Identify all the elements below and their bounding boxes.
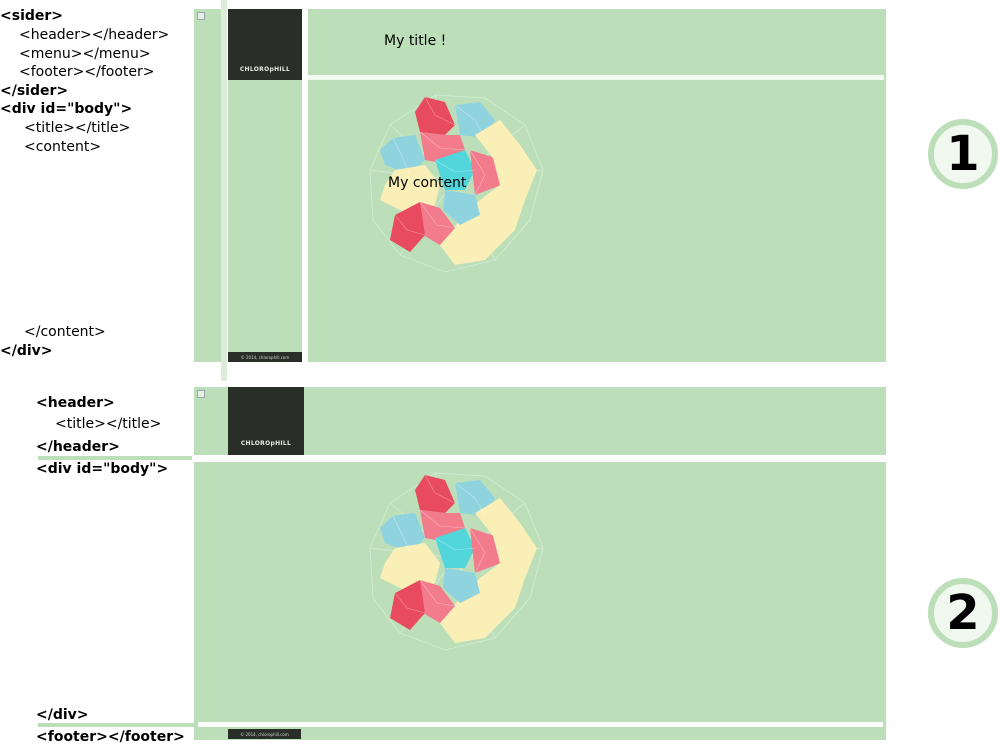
header-logo-block: CHLOROpHILL bbox=[228, 387, 304, 455]
code-title: <title></title> bbox=[24, 120, 131, 136]
code-sider-open: <sider> bbox=[0, 8, 64, 24]
broken-image-icon bbox=[197, 12, 205, 20]
logo-text: CHLOROpHILL bbox=[239, 66, 291, 73]
footer-separator-extension bbox=[38, 723, 194, 727]
footer-separator bbox=[198, 722, 883, 727]
code-div-close: </div> bbox=[0, 343, 53, 359]
code-footer: <footer></footer> bbox=[19, 64, 155, 80]
code-div-body: <div id="body"> bbox=[0, 101, 133, 117]
menu-area bbox=[228, 80, 302, 352]
geometric-flower-illustration bbox=[369, 94, 544, 273]
code-header: <header></header> bbox=[19, 27, 170, 43]
code-content-close: </content> bbox=[24, 324, 106, 340]
content-text: My content bbox=[388, 175, 467, 191]
broken-image-icon bbox=[197, 390, 205, 398]
body-panel bbox=[194, 462, 886, 721]
sider-footer-text: © 2014, chlorophill.com bbox=[240, 355, 290, 360]
header-separator bbox=[194, 456, 884, 460]
page-title: My title ! bbox=[384, 33, 447, 49]
title-separator bbox=[308, 75, 884, 80]
code-div-close: </div> bbox=[36, 707, 89, 723]
code-div-body: <div id="body"> bbox=[36, 461, 169, 477]
header-separator-extension bbox=[38, 456, 192, 460]
code-title: <title></title> bbox=[55, 416, 162, 432]
geometric-flower-illustration bbox=[369, 472, 544, 651]
layout-1-badge: 1 bbox=[928, 119, 998, 189]
layout-2-badge: 2 bbox=[928, 578, 998, 648]
code-menu: <menu></menu> bbox=[19, 46, 151, 62]
code-content-open: <content> bbox=[24, 139, 102, 155]
code-footer: <footer></footer> bbox=[36, 729, 185, 745]
sider-footer: © 2014, chlorophill.com bbox=[228, 352, 302, 362]
sider-divider bbox=[221, 0, 227, 381]
code-sider-close: </sider> bbox=[0, 83, 69, 99]
logo-text: CHLOROpHILL bbox=[240, 440, 292, 447]
footer-text: © 2014, chlorophill.com bbox=[240, 732, 289, 737]
footer-block: © 2014, chlorophill.com bbox=[228, 729, 301, 739]
code-header-open: <header> bbox=[36, 395, 115, 411]
code-header-close: </header> bbox=[36, 439, 120, 455]
sider-panel bbox=[194, 9, 222, 362]
header-panel bbox=[194, 387, 886, 455]
